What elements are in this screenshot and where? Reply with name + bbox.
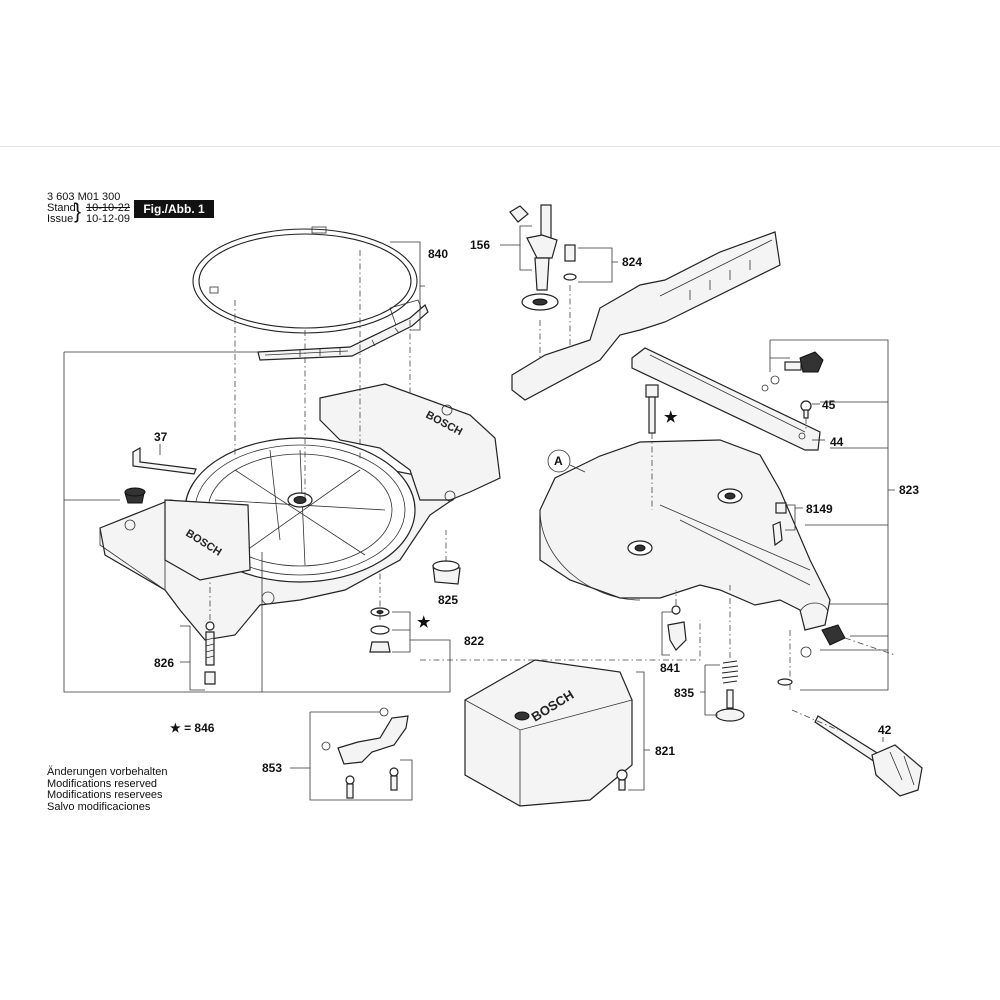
- lock-pin-156: [509, 204, 559, 311]
- clip-841: [667, 605, 687, 651]
- callout-156: 156: [470, 238, 491, 252]
- figure-label: Fig./Abb. 1: [134, 200, 214, 218]
- note-fr: Modifications reservees: [47, 789, 163, 801]
- star-marker-washers: ★: [417, 614, 431, 631]
- fence-824: [511, 231, 781, 401]
- callout-45: 45: [822, 398, 836, 412]
- turntable-a: [539, 439, 831, 631]
- callout-44: 44: [830, 435, 844, 449]
- top-divider: [0, 146, 1000, 147]
- callout-824: 824: [622, 255, 643, 269]
- star-note: ★ = 846: [170, 721, 215, 735]
- screw-45: [800, 400, 812, 419]
- star-marker-bolt: ★: [664, 409, 678, 426]
- stand-date: 10-10-22: [86, 202, 131, 214]
- callout-825: 825: [438, 593, 459, 607]
- cover-821: [464, 659, 633, 807]
- leader-lines: [63, 225, 895, 801]
- header-brace: }: [74, 200, 82, 223]
- spring-835: [715, 660, 745, 722]
- screw-853-b: [389, 767, 399, 791]
- callout-821: 821: [655, 744, 676, 758]
- stand-label: Stand: [47, 202, 76, 214]
- callout-826: 826: [154, 656, 175, 670]
- bracket-853: [321, 707, 409, 799]
- callout-42: 42: [878, 723, 892, 737]
- callout-853: 853: [262, 761, 283, 775]
- alignment-lines: [209, 250, 896, 731]
- callout-a: A: [554, 454, 563, 468]
- issue-date: 10-12-09: [86, 213, 131, 225]
- callout-8149: 8149: [806, 502, 833, 516]
- modification-notes: Änderungen vorbehalten Modifications res…: [47, 766, 168, 813]
- hex-key-37: [132, 446, 197, 475]
- screw-set-826: [204, 621, 216, 685]
- clamp-knob-42: [814, 715, 923, 797]
- note-en: Modifications reserved: [47, 777, 158, 790]
- base-turntable: [99, 383, 501, 641]
- issue-label: Issue: [47, 213, 74, 225]
- cover-screw: [616, 769, 628, 791]
- bolt-star: [645, 384, 659, 434]
- angle-scale: [257, 304, 429, 361]
- clamp-block: [777, 624, 846, 686]
- part-number: 3 603 M01 300: [47, 191, 121, 203]
- note-es: Salvo modificaciones: [47, 800, 151, 813]
- base-feet: [124, 487, 146, 504]
- fence-screw-set: [563, 244, 577, 281]
- callout-835: 835: [674, 686, 695, 700]
- screw-853-a: [345, 775, 355, 799]
- foot-825: [432, 560, 461, 585]
- callout-841: 841: [660, 661, 681, 675]
- screw-set-8149: [772, 502, 787, 547]
- callout-37: 37: [154, 430, 168, 444]
- callout-822: 822: [464, 634, 485, 648]
- callout-823: 823: [899, 483, 920, 497]
- ring-840: [192, 226, 425, 334]
- callout-840: 840: [428, 247, 449, 261]
- washer-nut-set: [369, 607, 391, 653]
- miter-arm-44: [631, 347, 821, 451]
- knob-823: [761, 351, 824, 392]
- note-de: Änderungen vorbehalten: [47, 766, 168, 778]
